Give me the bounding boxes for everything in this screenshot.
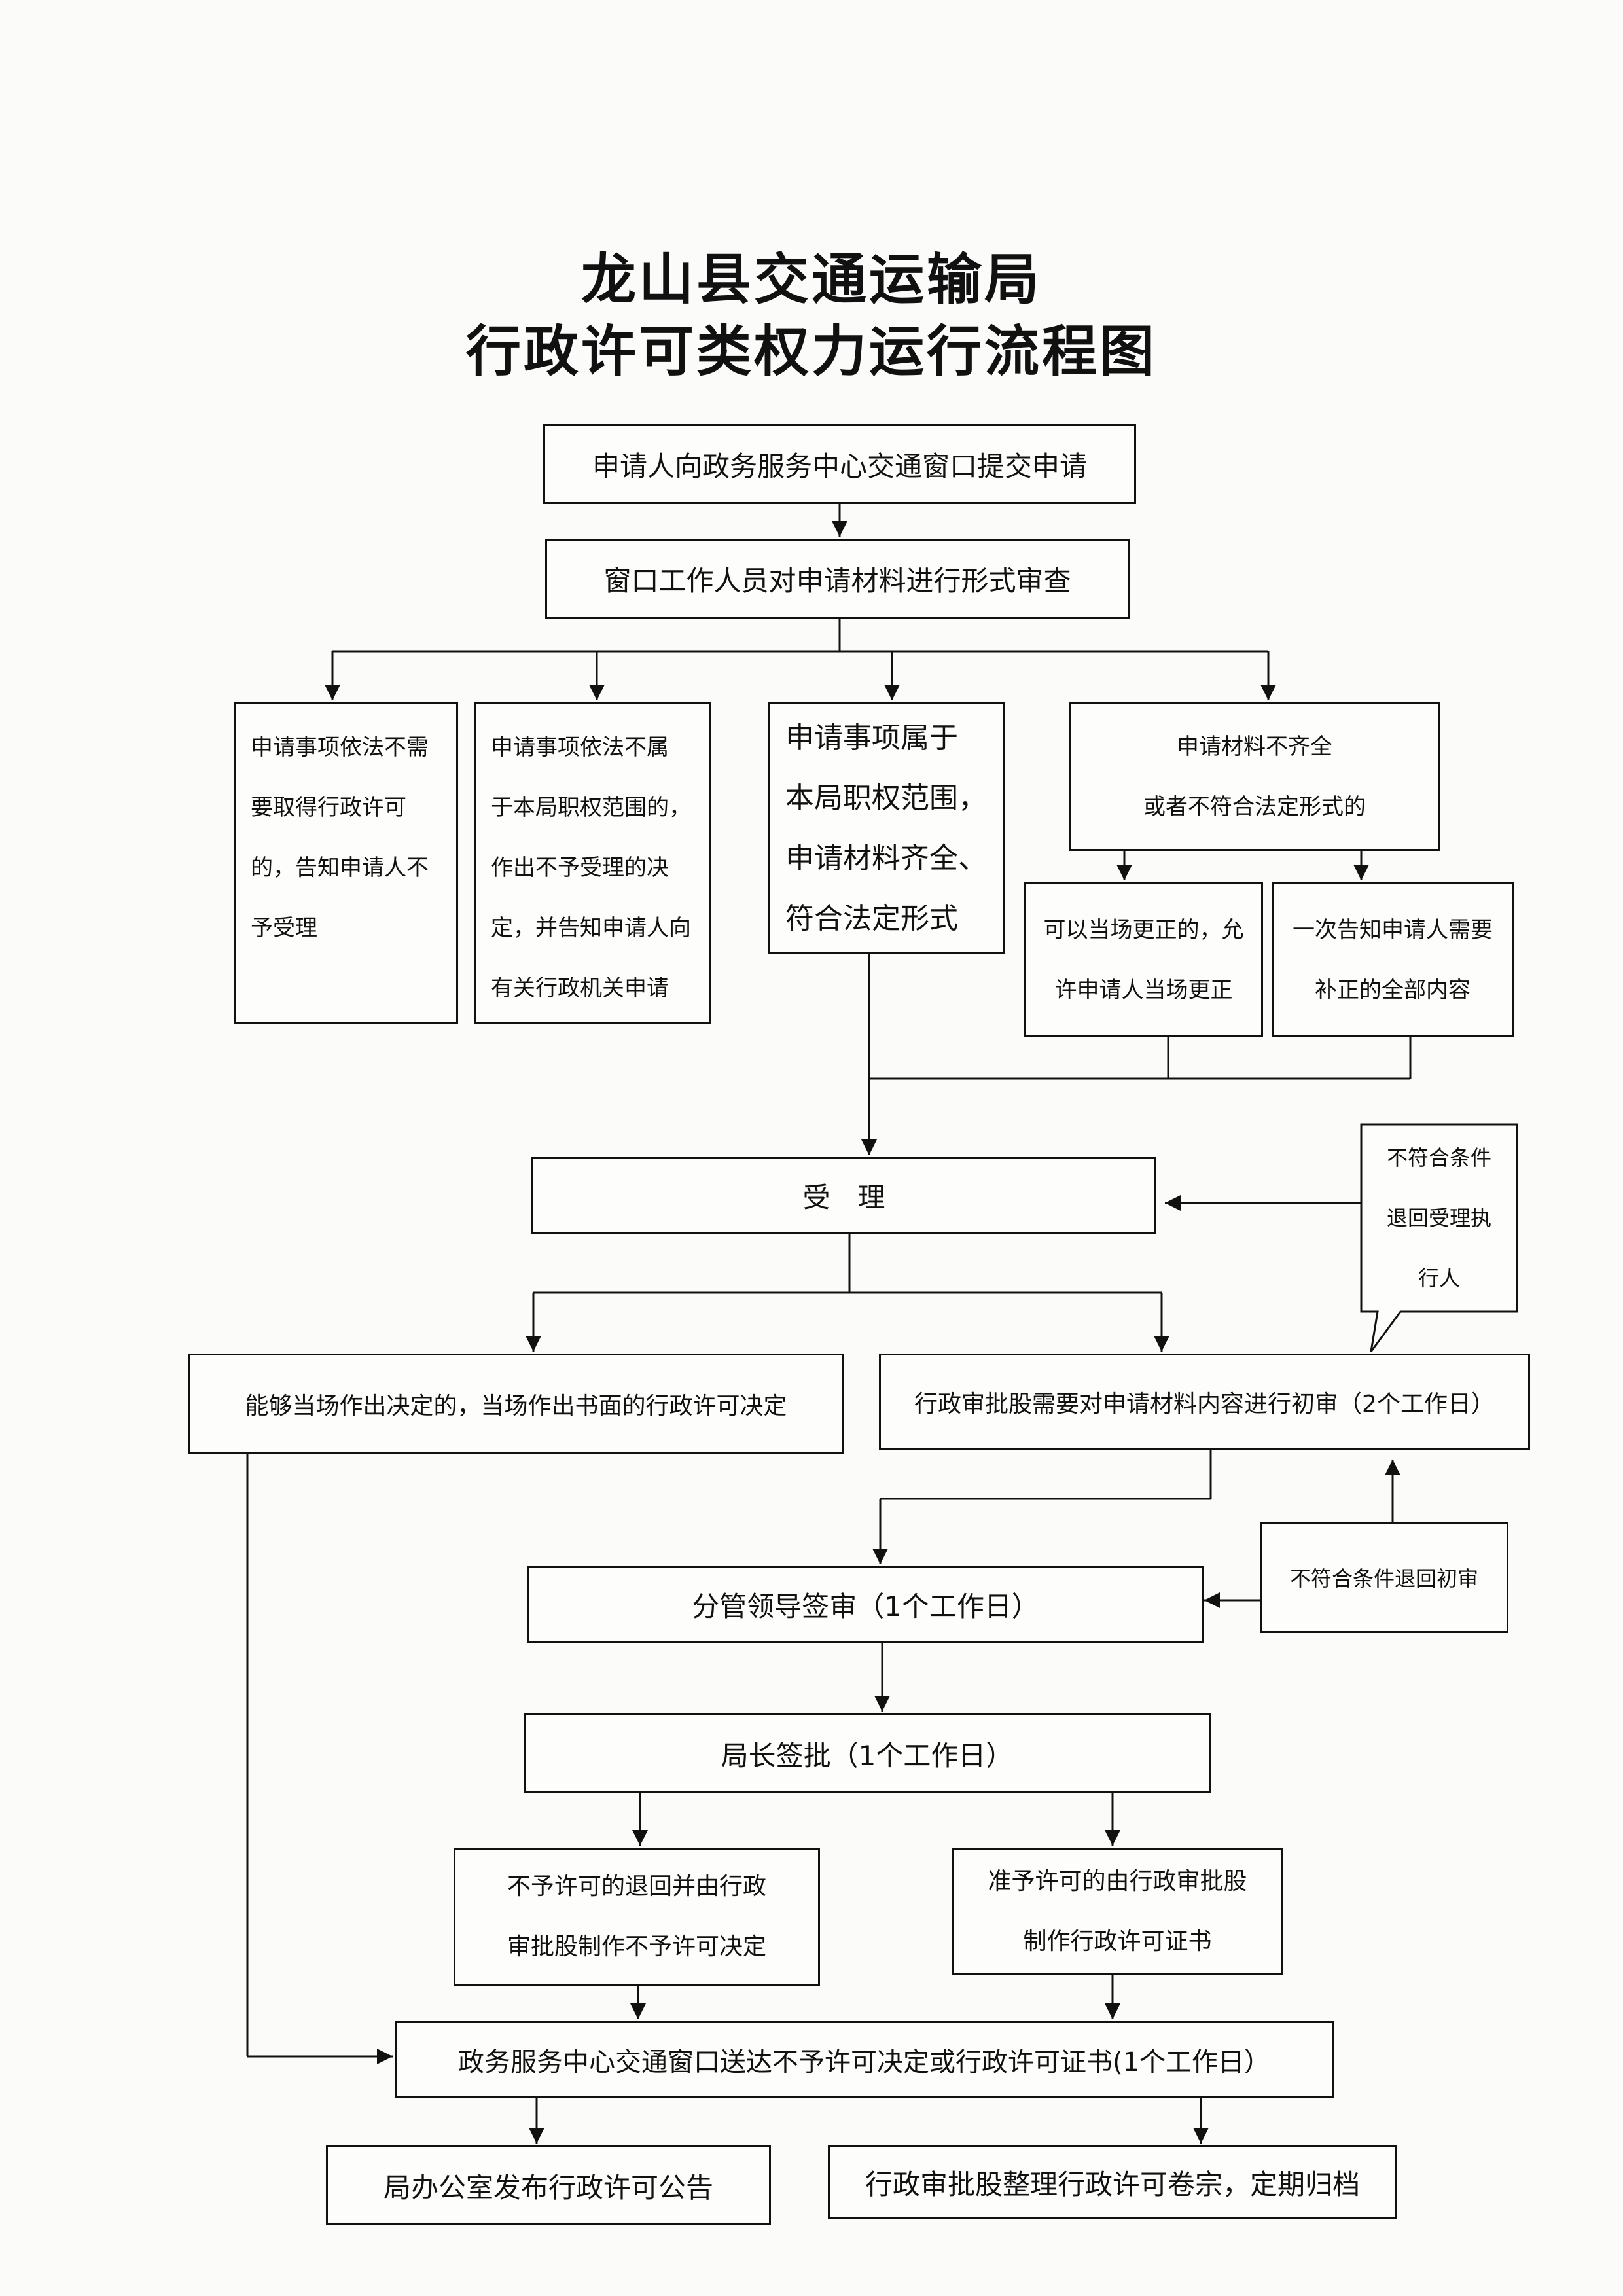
branch-in-scope: 申请事项属于 本局职权范围， 申请材料齐全、 符合法定形式 bbox=[768, 702, 1005, 954]
step-leader-sign: 分管领导签审（1个工作日） bbox=[527, 1566, 1204, 1643]
step-publish-notice: 局办公室发布行政许可公告 bbox=[326, 2145, 771, 2225]
step-onsite-decision: 能够当场作出决定的，当场作出书面的行政许可决定 bbox=[188, 1354, 844, 1454]
step-director-sign-label: 局长签批（1个工作日） bbox=[721, 1739, 1014, 1772]
step-formal-review-label: 窗口工作人员对申请材料进行形式审查 bbox=[603, 564, 1071, 597]
branch-incomplete-label: 申请材料不齐全 或者不符合法定形式的 bbox=[1143, 733, 1366, 820]
branch-in-scope-label: 申请事项属于 本局职权范围， 申请材料齐全、 符合法定形式 bbox=[785, 721, 987, 935]
callout-reject-to-initial-label: 不符合条件退回初审 bbox=[1289, 1566, 1478, 1591]
step-archive: 行政审批股整理行政许可卷宗，定期归档 bbox=[828, 2145, 1397, 2219]
branch-not-in-scope: 申请事项依法不属 于本局职权范围的， 作出不予受理的决 定，并告知申请人向 有关… bbox=[474, 702, 711, 1024]
step-director-sign: 局长签批（1个工作日） bbox=[524, 1713, 1211, 1793]
step-publish-notice-label: 局办公室发布行政许可公告 bbox=[383, 2171, 713, 2204]
outcome-deny-label: 不予许可的退回并由行政 审批股制作不予许可决定 bbox=[507, 1873, 766, 1960]
step-initial-review-label: 行政审批股需要对申请材料内容进行初审（2个工作日） bbox=[914, 1390, 1495, 1418]
outcome-grant: 准予许可的由行政审批股 制作行政许可证书 bbox=[952, 1848, 1283, 1975]
step-submit-label: 申请人向政务服务中心交通窗口提交申请 bbox=[592, 450, 1087, 482]
step-archive-label: 行政审批股整理行政许可卷宗，定期归档 bbox=[865, 2168, 1360, 2200]
branch-no-permit-needed: 申请事项依法不需 要取得行政许可 的，告知申请人不 予受理 bbox=[234, 702, 458, 1024]
outcome-grant-label: 准予许可的由行政审批股 制作行政许可证书 bbox=[988, 1867, 1247, 1955]
correct-on-site: 可以当场更正的，允 许申请人当场更正 bbox=[1024, 882, 1263, 1037]
correct-on-site-label: 可以当场更正的，允 许申请人当场更正 bbox=[1043, 916, 1244, 1003]
notify-supplement: 一次告知申请人需要 补正的全部内容 bbox=[1272, 882, 1514, 1037]
step-deliver-label: 政务服务中心交通窗口送达不予许可决定或行政许可证书(1个工作日） bbox=[457, 2047, 1271, 2077]
callout-reject-to-acceptor: 不符合条件 退回受理执 行人 bbox=[1361, 1124, 1517, 1312]
branch-no-permit-label: 申请事项依法不需 要取得行政许可 的，告知申请人不 予受理 bbox=[251, 734, 429, 941]
title-line-1: 龙山县交通运输局 bbox=[580, 247, 1042, 312]
callout-reject-to-acceptor-label: 不符合条件 退回受理执 行人 bbox=[1386, 1145, 1491, 1291]
step-initial-review: 行政审批股需要对申请材料内容进行初审（2个工作日） bbox=[879, 1354, 1530, 1450]
step-deliver: 政务服务中心交通窗口送达不予许可决定或行政许可证书(1个工作日） bbox=[395, 2021, 1334, 2098]
step-accept: 受 理 bbox=[531, 1157, 1156, 1234]
outcome-deny: 不予许可的退回并由行政 审批股制作不予许可决定 bbox=[454, 1848, 820, 1986]
title-line-2: 行政许可类权力运行流程图 bbox=[465, 319, 1157, 384]
branch-materials-incomplete: 申请材料不齐全 或者不符合法定形式的 bbox=[1069, 702, 1440, 851]
step-accept-label: 受 理 bbox=[802, 1181, 885, 1213]
notify-supplement-label: 一次告知申请人需要 补正的全部内容 bbox=[1293, 916, 1493, 1003]
branch-not-in-scope-label: 申请事项依法不属 于本局职权范围的， 作出不予受理的决 定，并告知申请人向 有关… bbox=[491, 734, 691, 1001]
step-leader-sign-label: 分管领导签审（1个工作日） bbox=[692, 1590, 1039, 1623]
step-onsite-decision-label: 能够当场作出决定的，当场作出书面的行政许可决定 bbox=[245, 1393, 787, 1420]
step-submit-application: 申请人向政务服务中心交通窗口提交申请 bbox=[543, 424, 1136, 504]
step-formal-review: 窗口工作人员对申请材料进行形式审查 bbox=[545, 539, 1130, 619]
callout-reject-to-initial: 不符合条件退回初审 bbox=[1260, 1522, 1508, 1633]
